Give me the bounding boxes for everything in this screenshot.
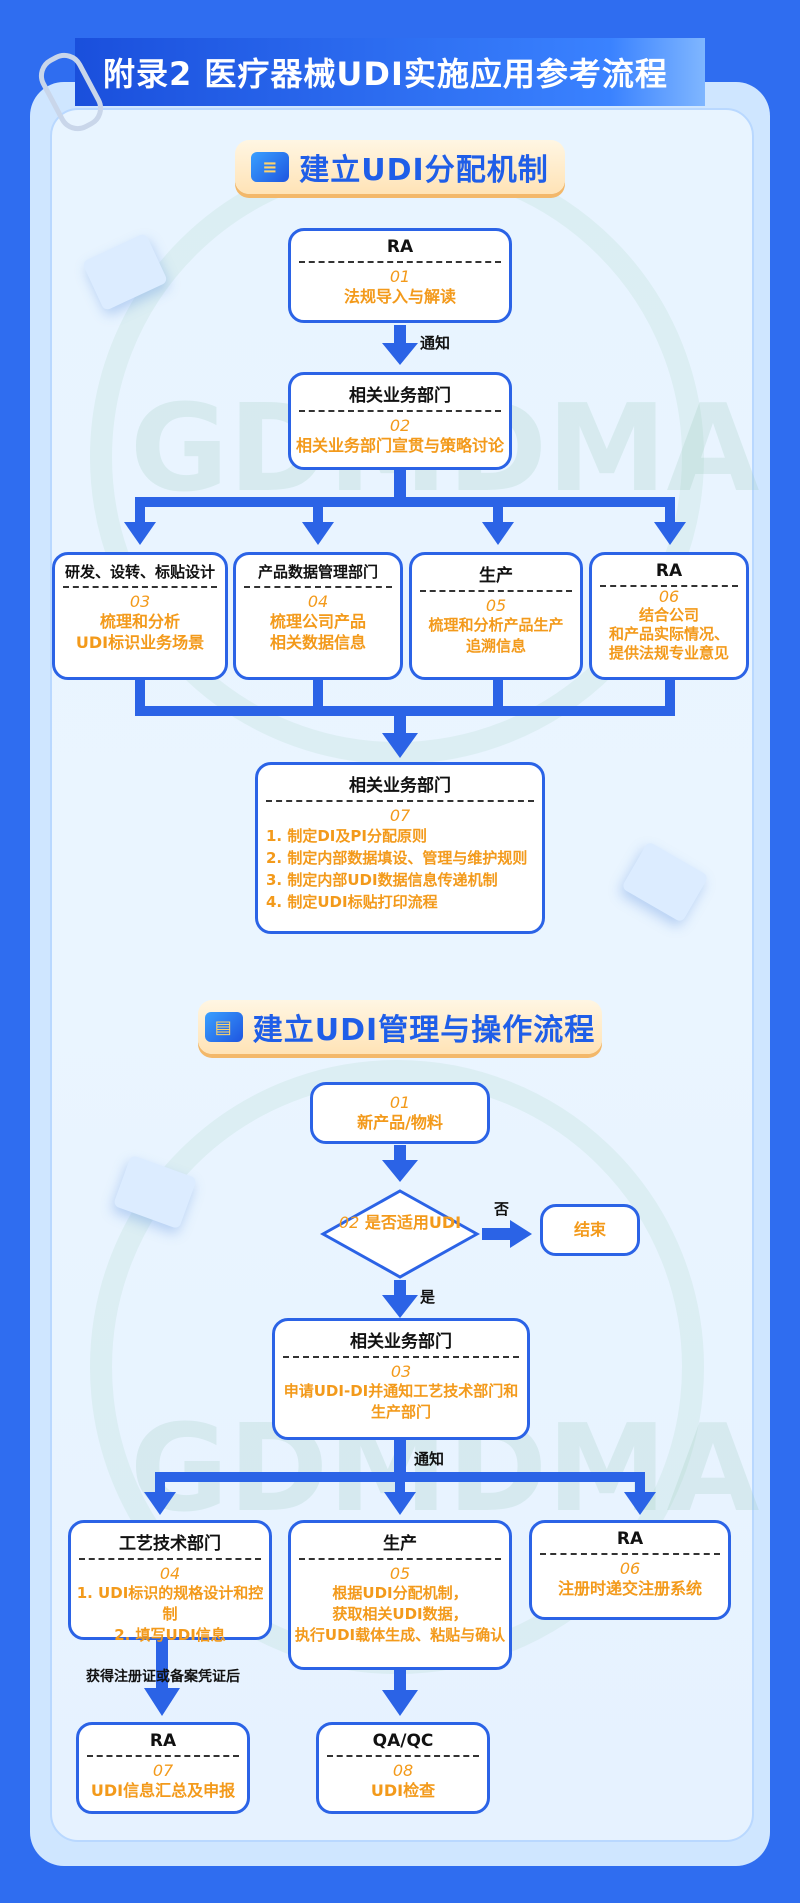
edge-label-no: 否	[494, 1200, 510, 1218]
box-header: 产品数据管理部门	[244, 561, 392, 588]
flow-box-end: 结束	[540, 1204, 640, 1256]
box-header: RA	[87, 1731, 239, 1757]
box-text: 注册时递交注册系统	[557, 1579, 702, 1598]
flow-box-s2-06: RA 06 注册时递交注册系统	[529, 1520, 731, 1620]
box-number: 08	[392, 1761, 414, 1780]
box-text: 梳理和分析 UDI标识业务场景	[75, 612, 205, 652]
box-number: 04	[307, 592, 329, 611]
box-text: 梳理和分析产品生产 追溯信息	[428, 616, 564, 655]
box-text: 相关业务部门宣贯与策略讨论	[295, 436, 504, 455]
flow-box-s2-04: 工艺技术部门 04 1. UDI标识的规格设计和控制 2. 填写UDI信息	[68, 1520, 272, 1644]
box-header: QA/QC	[327, 1731, 479, 1757]
edge-label-certificate: 获得注册证或备案凭证后	[86, 1669, 240, 1685]
edge-label-notify: 通知	[414, 1450, 445, 1468]
flow-box-s2-01: 01 新产品/物料	[310, 1082, 490, 1144]
diamond-shape	[320, 1189, 480, 1279]
box-text: 梳理公司产品 相关数据信息	[269, 612, 366, 652]
box-number: 07	[389, 806, 411, 825]
box-header: 生产	[420, 561, 572, 592]
box-text: 1. UDI标识的规格设计和控制 2. 填写UDI信息	[76, 1584, 264, 1644]
box-number: 07	[152, 1761, 174, 1780]
section-title: 建立UDI管理与操作流程	[252, 1013, 596, 1048]
end-text: 结束	[573, 1220, 606, 1239]
box-header: 生产	[299, 1529, 501, 1560]
flow-box-s1-04: 产品数据管理部门 04 梳理公司产品 相关数据信息	[233, 552, 403, 680]
flow-box-s1-02: 相关业务部门 02 相关业务部门宣贯与策略讨论	[288, 372, 512, 470]
flow-box-s2-08: QA/QC 08 UDI检查	[316, 1722, 490, 1814]
box-header: 工艺技术部门	[79, 1529, 261, 1560]
decision-text: 02 是否适用UDI	[338, 1213, 462, 1232]
box-text: UDI检查	[370, 1781, 436, 1800]
box-header: RA	[600, 561, 738, 587]
flow-box-s1-06: RA 06 结合公司 和产品实际情况、 提供法规专业意见	[589, 552, 749, 680]
box-number: 06	[658, 587, 680, 606]
page-title: 附录2 医疗器械UDI实施应用参考流程	[75, 38, 705, 106]
decision-diamond: 02 是否适用UDI	[320, 1188, 480, 1280]
box-text: 新产品/物料	[357, 1113, 443, 1132]
flow-box-s1-01: RA 01 法规导入与解读	[288, 228, 512, 323]
box-text: 结合公司 和产品实际情况、 提供法规专业意见	[608, 606, 729, 662]
box-number: 03	[129, 592, 151, 611]
box-text: UDI信息汇总及申报	[90, 1781, 236, 1800]
section-title: 建立UDI分配机制	[299, 153, 549, 188]
box-header: 研发、设转、标贴设计	[63, 561, 217, 588]
box-number: 06	[619, 1559, 641, 1578]
chat-bubble-icon: ≡	[251, 152, 290, 182]
flow-box-s1-05: 生产 05 梳理和分析产品生产 追溯信息	[409, 552, 583, 680]
box-number: 03	[390, 1362, 412, 1381]
box-text: 法规导入与解读	[343, 287, 456, 306]
box-header: RA	[299, 237, 501, 263]
box-number: 01	[389, 267, 411, 286]
box-number: 05	[389, 1564, 411, 1583]
folder-icon: ▤	[204, 1012, 243, 1042]
box-number: 01	[389, 1093, 411, 1112]
edge-label-yes: 是	[420, 1288, 436, 1306]
box-header: 相关业务部门	[266, 771, 534, 802]
flow-box-s2-05: 生产 05 根据UDI分配机制， 获取相关UDI数据， 执行UDI载体生成、粘贴…	[288, 1520, 512, 1670]
box-header: 相关业务部门	[283, 1327, 519, 1358]
flow-box-s1-03: 研发、设转、标贴设计 03 梳理和分析 UDI标识业务场景	[52, 552, 228, 680]
box-text: 1. 制定DI及PI分配原则 2. 制定内部数据填设、管理与维护规则 3. 制定…	[266, 827, 528, 911]
box-text: 申请UDI-DI并通知工艺技术部门和 生产部门	[283, 1382, 519, 1421]
box-header: RA	[540, 1529, 720, 1555]
flow-box-s2-07: RA 07 UDI信息汇总及申报	[76, 1722, 250, 1814]
edge-label-notify: 通知	[420, 334, 451, 352]
section-header-udi-allocation: ≡ 建立UDI分配机制	[235, 140, 565, 194]
box-number: 04	[159, 1564, 181, 1583]
box-number: 02	[389, 416, 411, 435]
box-header: 相关业务部门	[299, 381, 501, 412]
flow-box-s1-07: 相关业务部门 07 1. 制定DI及PI分配原则 2. 制定内部数据填设、管理与…	[255, 762, 545, 934]
flow-box-s2-03: 相关业务部门 03 申请UDI-DI并通知工艺技术部门和 生产部门	[272, 1318, 530, 1440]
section-header-udi-operation: ▤ 建立UDI管理与操作流程	[198, 1000, 602, 1054]
box-number: 05	[485, 596, 507, 615]
box-text: 根据UDI分配机制， 获取相关UDI数据， 执行UDI载体生成、粘贴与确认	[294, 1584, 506, 1644]
